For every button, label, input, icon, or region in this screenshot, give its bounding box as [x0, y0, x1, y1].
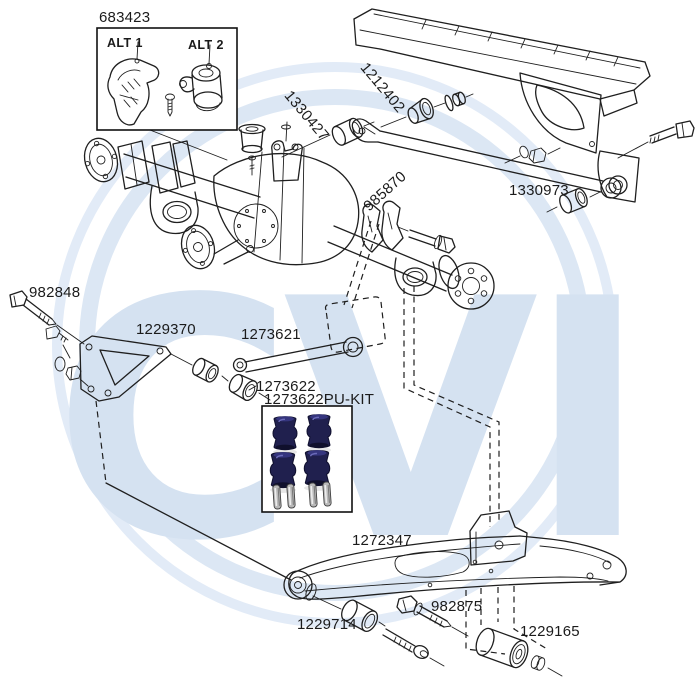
bolt-982848-drawing: [9, 290, 89, 387]
bushing-1229165-drawing: [475, 627, 563, 677]
torque-rod-drawing: [281, 91, 622, 214]
alt1-mount-drawing: [107, 41, 160, 126]
beam-bolt: [617, 120, 695, 159]
bushing-1330973-drawing: [546, 187, 601, 214]
bushing-1229714-drawing: [312, 595, 445, 667]
support-beam-drawing: [353, 8, 695, 203]
rear-axle-drawing: [83, 121, 495, 310]
bracket-1229370-drawing: [79, 335, 292, 581]
axle-bracket-985870-drawing: [361, 200, 456, 254]
bushing-1212402-drawing: [380, 91, 474, 128]
phantom-link-dashed: [343, 220, 500, 527]
alt2-mount-drawing: [179, 44, 223, 112]
beam-washer-nut: [504, 145, 561, 164]
bushing-sleeve-drawing: [192, 357, 219, 383]
inset-bolt-drawing: [165, 93, 175, 117]
bushing-1330427-drawing: [331, 117, 364, 146]
inset-box-683423: [96, 27, 238, 131]
bolt-982875-drawing: [396, 595, 469, 637]
pu-kit-box: [261, 405, 353, 513]
watermark-ring-outer: [52, 62, 618, 628]
bushing-1273622-drawing: [228, 373, 258, 402]
trailing-arm-drawing: [283, 510, 627, 655]
inset-box-border: [96, 27, 238, 131]
rod-1273621-drawing: [170, 296, 386, 402]
axle-shackle-drawing: [238, 121, 303, 182]
differential-drawing: [180, 147, 360, 270]
